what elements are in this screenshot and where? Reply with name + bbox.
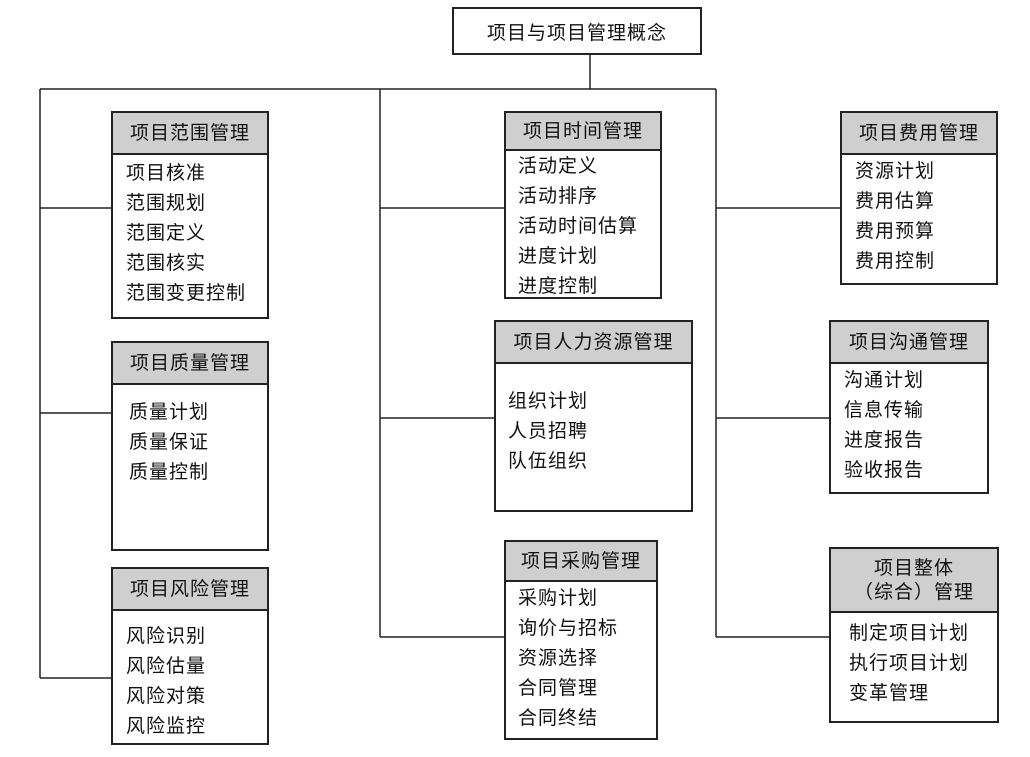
area-title: 项目人力资源管理 [496, 322, 691, 364]
area-item: 风险对策 [126, 685, 207, 707]
area-item: 进度计划 [518, 245, 599, 267]
area-item: 信息传输 [844, 399, 925, 421]
area-title: 项目时间管理 [506, 113, 660, 151]
area-item: 范围规划 [126, 192, 207, 214]
area-box-procurement: 项目采购管理 采购计划 询价与招标 资源选择 合同管理 合同终结 [504, 540, 658, 740]
area-item: 费用估算 [855, 190, 936, 212]
area-item: 合同管理 [518, 677, 599, 699]
area-item: 资源选择 [518, 647, 599, 669]
area-item: 质量保证 [129, 431, 210, 453]
area-box-risk: 项目风险管理 风险识别 风险估量 风险对策 风险监控 [111, 567, 269, 745]
area-item: 进度控制 [518, 275, 599, 297]
area-item: 范围核实 [126, 252, 207, 274]
area-item: 合同终结 [518, 707, 599, 729]
area-item: 质量控制 [129, 461, 210, 483]
area-item: 范围变更控制 [126, 282, 247, 304]
root-node: 项目与项目管理概念 [452, 7, 702, 55]
area-box-cost: 项目费用管理 资源计划 费用估算 费用预算 费用控制 [840, 111, 998, 285]
area-title: 项目整体 （综合）管理 [831, 549, 997, 613]
area-box-scope: 项目范围管理 项目核准 范围规划 范围定义 范围核实 范围变更控制 [111, 111, 269, 319]
area-item: 费用预算 [855, 220, 936, 242]
area-item: 队伍组织 [508, 450, 589, 472]
area-item: 风险监控 [126, 715, 207, 737]
area-item: 询价与招标 [518, 617, 619, 639]
area-item: 制定项目计划 [849, 622, 970, 644]
area-item: 风险估量 [126, 655, 207, 677]
area-item: 项目核准 [126, 162, 207, 184]
area-item: 变革管理 [849, 682, 930, 704]
area-item: 活动排序 [518, 185, 599, 207]
area-item: 质量计划 [129, 401, 210, 423]
area-box-hr: 项目人力资源管理 组织计划 人员招聘 队伍组织 [494, 320, 693, 512]
area-item: 活动时间估算 [518, 215, 639, 237]
area-item: 费用控制 [855, 250, 936, 272]
area-title: 项目采购管理 [506, 542, 656, 582]
area-item: 验收报告 [844, 459, 925, 481]
area-item: 风险识别 [126, 625, 207, 647]
root-label: 项目与项目管理概念 [486, 21, 667, 44]
area-box-quality: 项目质量管理 质量计划 质量保证 质量控制 [111, 341, 269, 551]
area-title: 项目沟通管理 [831, 322, 987, 364]
area-item: 资源计划 [855, 160, 936, 182]
area-item: 执行项目计划 [849, 652, 970, 674]
area-box-communication: 项目沟通管理 沟通计划 信息传输 进度报告 验收报告 [829, 320, 989, 494]
area-title: 项目质量管理 [113, 343, 267, 385]
area-item: 活动定义 [518, 155, 599, 177]
area-title: 项目风险管理 [113, 569, 267, 611]
area-item: 范围定义 [126, 222, 207, 244]
area-item: 进度报告 [844, 429, 925, 451]
area-item: 沟通计划 [844, 369, 925, 391]
area-title: 项目费用管理 [842, 113, 996, 155]
area-item: 采购计划 [518, 587, 599, 609]
area-box-time: 项目时间管理 活动定义 活动排序 活动时间估算 进度计划 进度控制 [504, 111, 662, 299]
area-box-integration: 项目整体 （综合）管理 制定项目计划 执行项目计划 变革管理 [829, 547, 999, 723]
area-item: 组织计划 [508, 390, 589, 412]
area-title: 项目范围管理 [113, 113, 267, 155]
area-item: 人员招聘 [508, 420, 589, 442]
